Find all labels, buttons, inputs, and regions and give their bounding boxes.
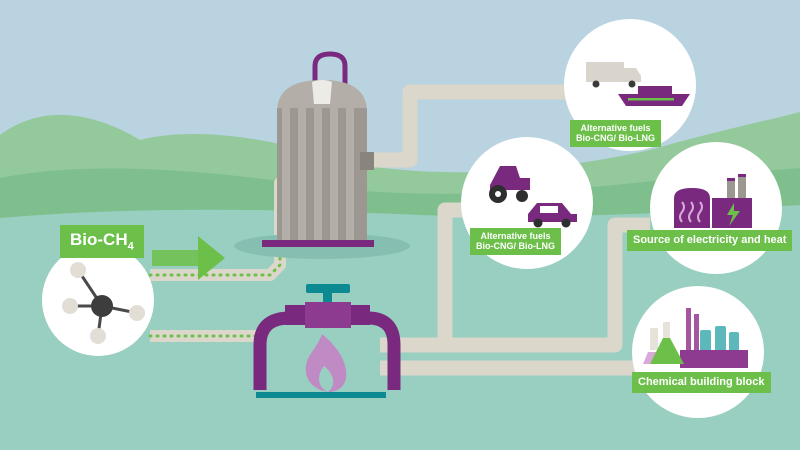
label-heavy-transport-line1: Alternative fuels	[580, 123, 651, 133]
label-light-transport: Alternative fuels Bio-CNG/ Bio-LNG	[470, 228, 561, 255]
label-light-transport-line2: Bio-CNG/ Bio-LNG	[476, 241, 555, 252]
truck-icon	[586, 62, 641, 88]
output-heavy-transport	[564, 19, 696, 151]
output-power	[650, 142, 782, 274]
tractor-icon	[489, 166, 530, 203]
label-heavy-transport: Alternative fuels Bio-CNG/ Bio-LNG	[570, 120, 661, 147]
label-light-transport-line1: Alternative fuels	[480, 231, 551, 241]
car-icon	[528, 203, 577, 228]
power-plant-icon	[674, 174, 752, 228]
methane-molecule-icon	[42, 244, 154, 356]
biomethane-label-subscript: 4	[127, 240, 134, 253]
label-chemical: Chemical building block	[632, 372, 771, 393]
label-power-line1: Source of electricity and heat	[633, 234, 787, 246]
lab-flask-icon	[643, 322, 684, 364]
biomethane-label-text: Bio-CH	[70, 230, 128, 249]
storage-tank-icon	[234, 51, 410, 259]
label-chemical-line1: Chemical building block	[638, 376, 765, 388]
ship-icon	[618, 86, 690, 106]
pipe-tank-to-heavy-transport	[372, 84, 570, 168]
gas-flame-burner-icon	[253, 284, 401, 398]
output-chemical	[632, 286, 764, 418]
lightning-icon	[727, 203, 740, 226]
pipe-to-power	[380, 217, 650, 353]
label-power: Source of electricity and heat	[627, 230, 793, 251]
arrow-right-icon	[152, 236, 225, 280]
pipe-molecule-to-tank-dots	[148, 181, 322, 277]
biomethane-label: Bio-CH4	[60, 225, 144, 259]
label-heavy-transport-line2: Bio-CNG/ Bio-LNG	[576, 133, 655, 144]
chemical-plant-icon	[680, 308, 748, 368]
pipe-network	[372, 84, 650, 376]
